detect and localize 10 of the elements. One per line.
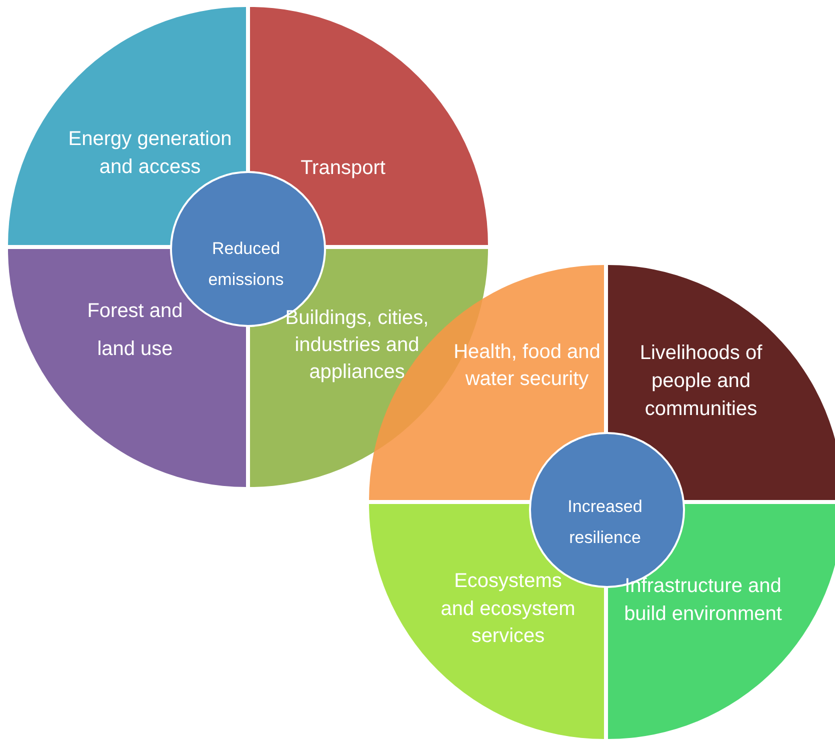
center-label: Increased resilience <box>566 496 644 549</box>
segment-label: Infrastructure and build environment <box>623 574 783 626</box>
segment-label: Forest and land use <box>86 299 184 362</box>
center-label: Reduced emissions <box>207 238 285 291</box>
segment-label: Transport <box>300 156 386 181</box>
segment-label: Health, food and water security <box>452 340 602 392</box>
segment-label: Ecosystems and ecosystem services <box>440 569 576 649</box>
segment-label: Buildings, cities, industries and appliances <box>284 306 430 385</box>
segment-label: Livelihoods of people and communities <box>638 341 764 422</box>
segment-label: Energy generation and access <box>67 127 233 180</box>
